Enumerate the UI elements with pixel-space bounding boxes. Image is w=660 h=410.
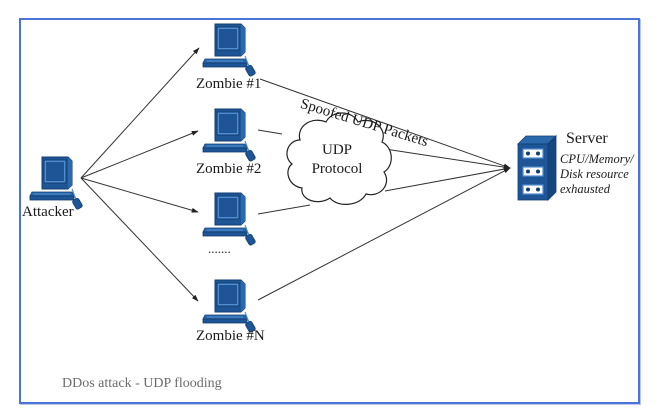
edge-cloud-server-1 xyxy=(384,148,511,170)
edge-attacker-zombie3 xyxy=(80,177,199,213)
edge-zombieN-server xyxy=(257,167,511,301)
server-icon xyxy=(517,135,557,201)
zombie2-label: Zombie #2 xyxy=(196,161,262,177)
edge-attacker-zombie2 xyxy=(80,130,199,179)
zombie1-label: Zombie #1 xyxy=(196,76,262,92)
server-edges xyxy=(257,78,511,301)
zombie-ellipsis-label: ....... xyxy=(208,241,231,256)
zombie2-computer-icon xyxy=(202,108,257,163)
zombie3-computer-icon xyxy=(202,192,257,247)
edge-zombie3-cloud xyxy=(257,204,311,215)
cloud-label: UDP Protocol xyxy=(300,141,374,179)
edge-cloud-server-2 xyxy=(384,166,511,192)
server-label: Server xyxy=(566,130,608,147)
zombieN-computer-icon xyxy=(202,279,257,334)
cloud-icon xyxy=(286,112,392,205)
server-note-line3: exhausted xyxy=(560,182,610,196)
edge-attacker-zombie1 xyxy=(80,47,200,179)
diagram-frame xyxy=(19,18,640,404)
edge-zombie2-cloud xyxy=(257,129,283,135)
attacker-edges xyxy=(80,47,200,302)
server-note-line1: CPU/Memory/ xyxy=(560,152,634,166)
attacker-computer-icon xyxy=(29,156,84,211)
zombieN-label: Zombie #N xyxy=(196,328,265,344)
cloud-label-line2: Protocol xyxy=(311,161,363,177)
diagram-caption: DDos attack - UDP flooding xyxy=(62,376,222,391)
attacker-label: Attacker xyxy=(22,204,74,220)
edge-zombie1-server xyxy=(259,78,511,169)
edge-attacker-zombieN xyxy=(80,177,199,302)
server-note: CPU/Memory/ Disk resource exhausted xyxy=(560,152,634,197)
cloud-label-line1: UDP xyxy=(321,142,352,158)
zombie1-computer-icon xyxy=(202,23,257,78)
server-note-line2: Disk resource xyxy=(560,167,629,181)
